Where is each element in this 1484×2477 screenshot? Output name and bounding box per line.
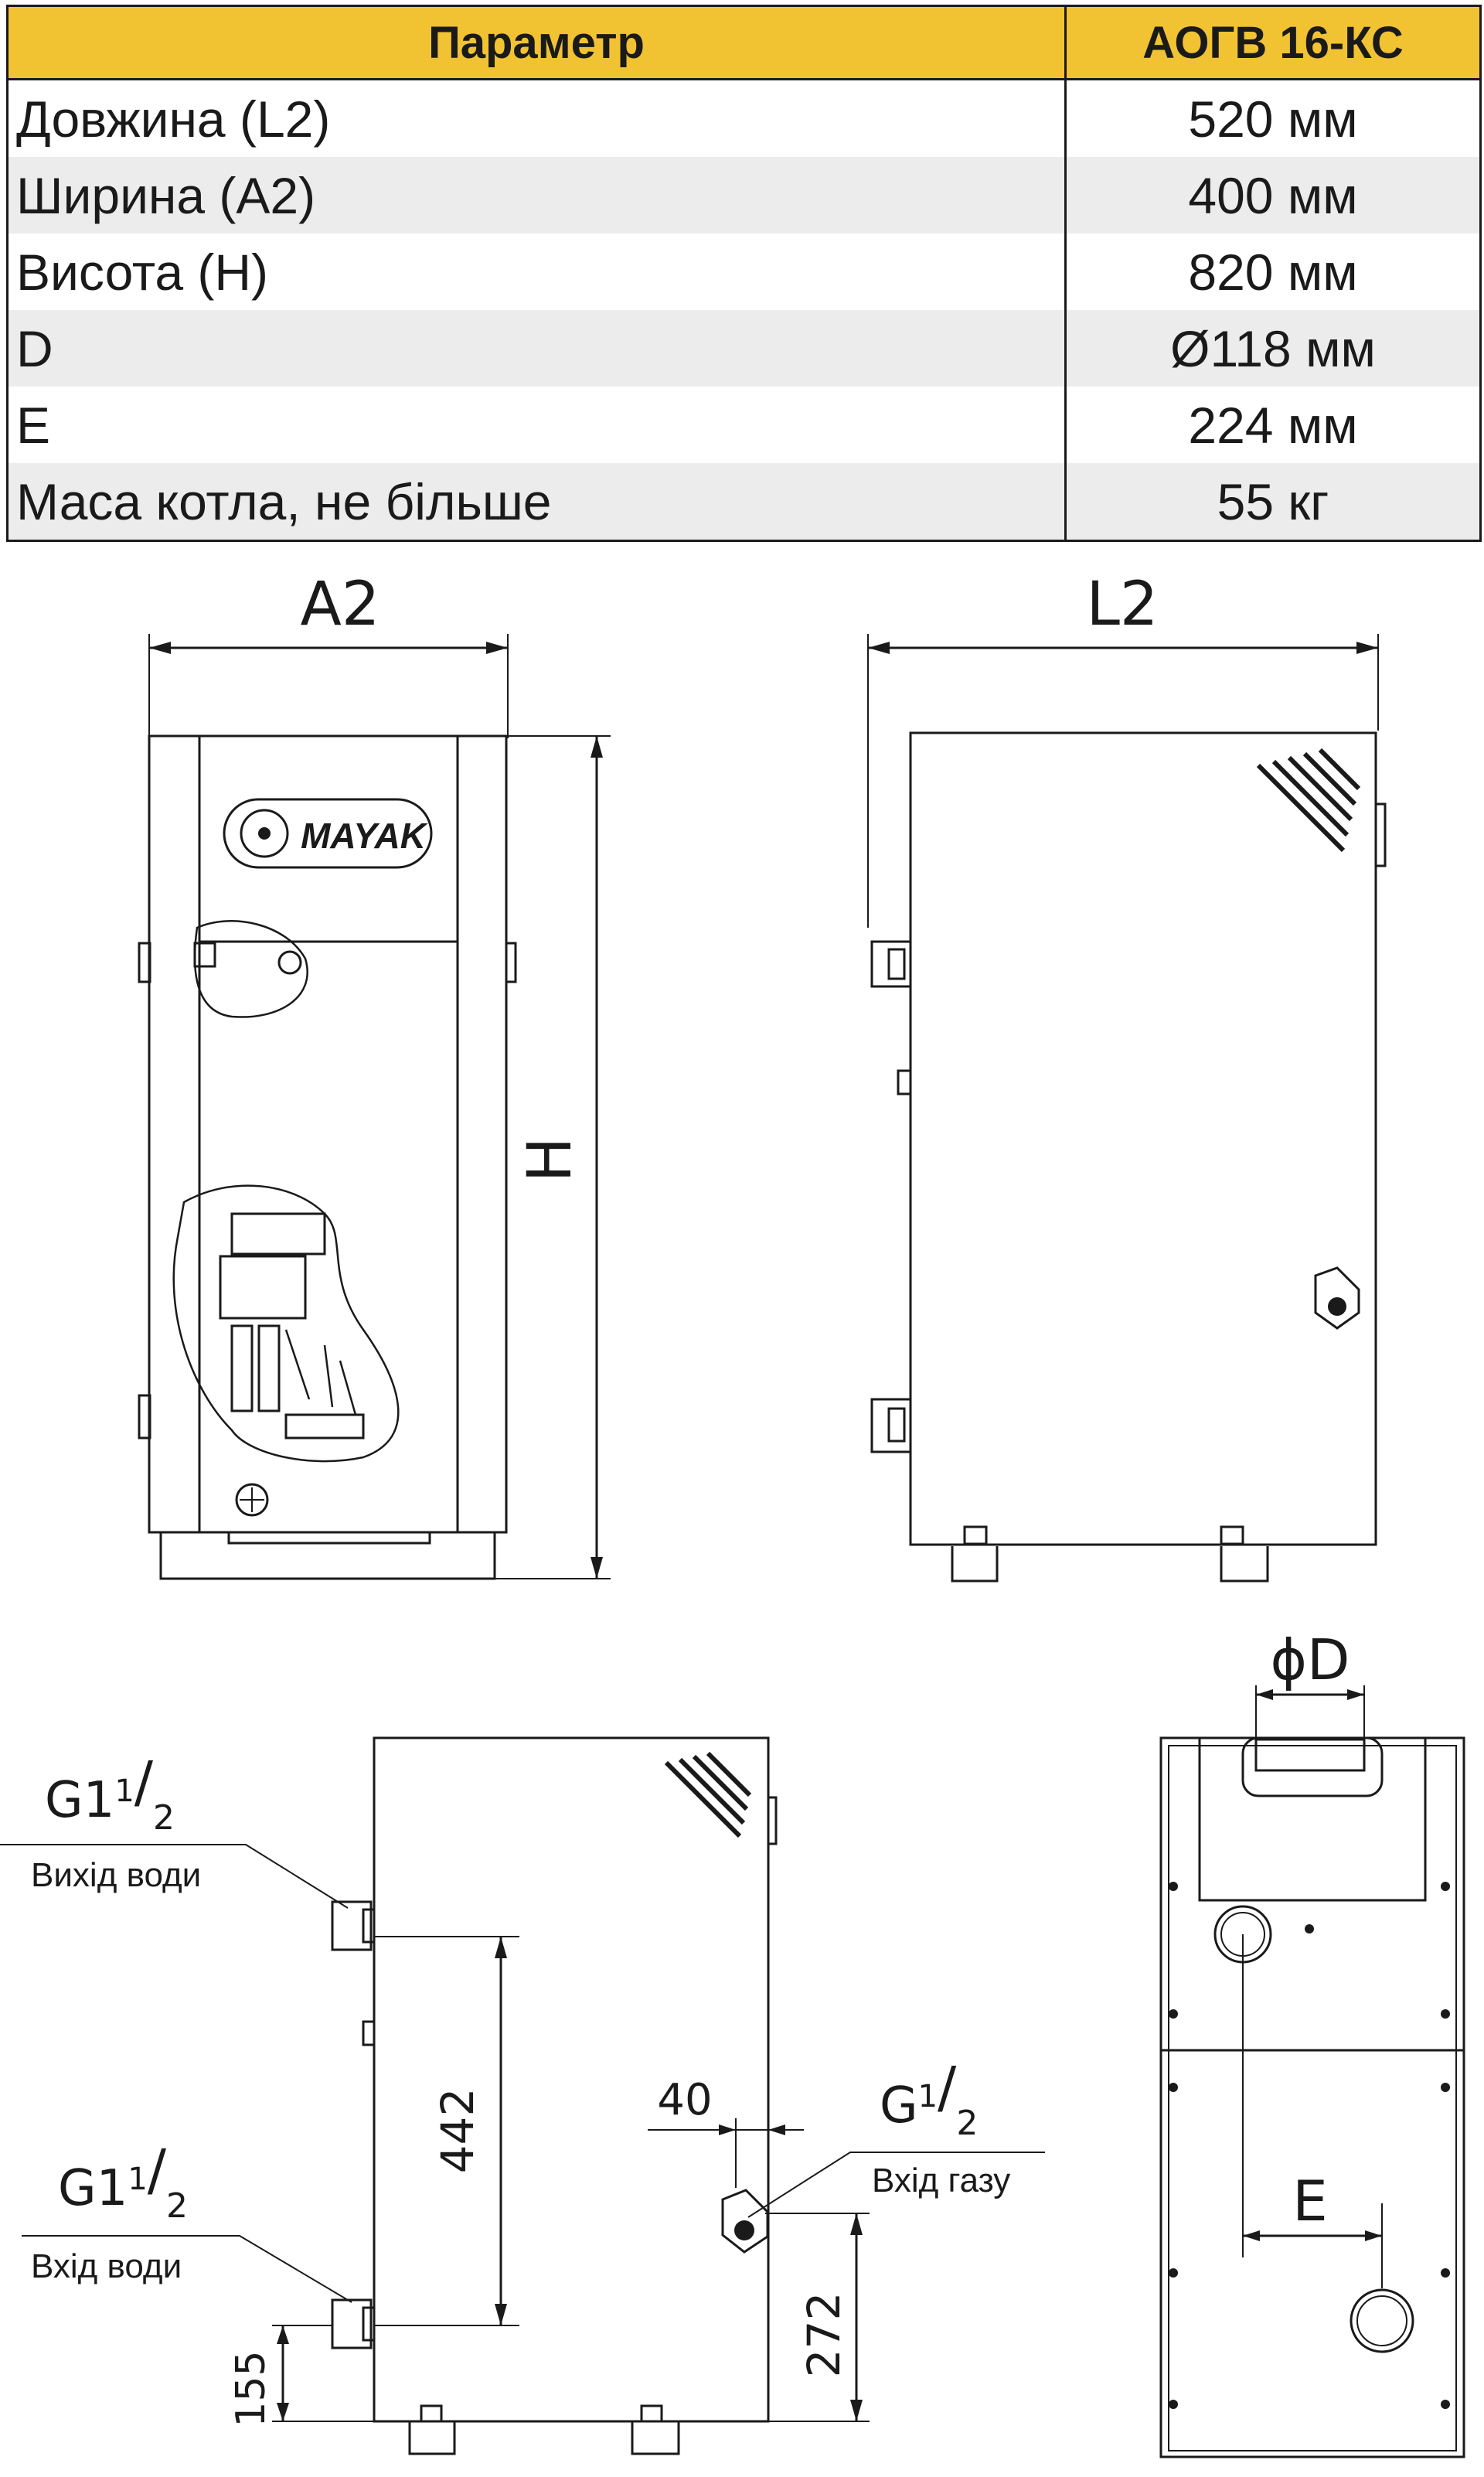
rear-view: ϕD E: [1159, 1627, 1465, 2458]
side-body-2: [373, 1736, 770, 2423]
water-outlet-callout: G11/2 Вихід води: [31, 1750, 201, 1894]
dim-40-label: 40: [657, 2075, 712, 2125]
dim-442-label: 442: [431, 2088, 484, 2174]
value-mass: 55 кг: [1064, 463, 1481, 541]
gas-label: Вхід газу: [872, 2162, 1010, 2199]
spec-row-height: Висота (H) 820 мм: [8, 233, 1481, 310]
header-parameter: Параметр: [6, 5, 1067, 80]
rear-inlet: [1350, 2288, 1414, 2353]
spec-table: Параметр АОГВ 16-КС Довжина (L2) 520 мм …: [6, 5, 1482, 542]
water-out-label: Вихід води: [31, 1856, 201, 1894]
dim-a2-label: A2: [301, 570, 380, 639]
dim-d-label: ϕD: [1271, 1627, 1350, 1692]
water-inlet-callout: G11/2 Вхід води: [31, 2138, 188, 2285]
gas-sub: 2: [956, 2104, 978, 2143]
dim-l2-label: L2: [1086, 570, 1158, 639]
svg-text:G11/2: G11/2: [58, 2138, 188, 2226]
side-view: L2: [867, 570, 1387, 1583]
gas-sup: 1: [918, 2079, 938, 2114]
spec-row-mass: Маса котла, не більше 55 кг: [7, 463, 1481, 541]
header-model: АОГВ 16-КС: [1064, 5, 1482, 80]
mayak-logo: MAYAK: [301, 816, 428, 856]
water-in-sub: 2: [166, 2186, 188, 2226]
value-height: 820 мм: [1064, 233, 1481, 310]
gas-slash: /: [938, 2055, 957, 2120]
param-length: Довжина (L2): [16, 90, 331, 148]
front-view: A2 MAYAK H: [138, 570, 611, 1580]
value-width: 400 мм: [1064, 157, 1481, 233]
spec-header-row: Параметр АОГВ 16-КС: [6, 5, 1482, 80]
water-out-sub: 2: [153, 1798, 175, 1838]
param-e: E: [16, 396, 51, 454]
rear-body: [1159, 1736, 1465, 2458]
dim-272-label: 272: [798, 2292, 850, 2378]
dim-e-label: E: [1292, 2169, 1328, 2233]
param-height: Висота (H): [16, 243, 269, 301]
value-length: 520 мм: [1064, 79, 1481, 157]
spec-row-length: Довжина (L2) 520 мм: [8, 79, 1481, 157]
gas-inlet-callout: G1/2 Вхід газу: [872, 2055, 1010, 2199]
water-out-slash: /: [134, 1750, 154, 1814]
connections-view: 442 155 272 40 G11/2 Вихід води G11: [0, 1736, 1045, 2455]
value-diameter: Ø118 мм: [1064, 310, 1481, 387]
water-in-thread: G1: [58, 2160, 128, 2217]
water-in-slash: /: [148, 2138, 167, 2203]
param-diameter: D: [7, 310, 1066, 387]
param-mass: Маса котла, не більше: [7, 463, 1066, 541]
spec-row-diameter: D Ø118 мм: [7, 310, 1481, 387]
param-width: Ширина (A2): [7, 157, 1066, 233]
water-out-thread: G1: [45, 1772, 114, 1829]
dim-h-label: H: [516, 1137, 585, 1183]
water-in-label: Вхід води: [31, 2247, 182, 2285]
gas-thread: G: [880, 2077, 918, 2135]
front-logo-plate: [223, 798, 433, 869]
dim-155-label: 155: [228, 2350, 274, 2427]
water-out-sup: 1: [114, 1773, 134, 1809]
water-in-sup: 1: [128, 2162, 147, 2197]
side-body: [909, 731, 1377, 1546]
spec-row-e: E 224 мм: [8, 387, 1481, 463]
value-e: 224 мм: [1064, 387, 1481, 463]
svg-text:G1/2: G1/2: [880, 2055, 978, 2143]
svg-text:G11/2: G11/2: [45, 1750, 175, 1838]
spec-row-width: Ширина (A2) 400 мм: [7, 157, 1481, 233]
